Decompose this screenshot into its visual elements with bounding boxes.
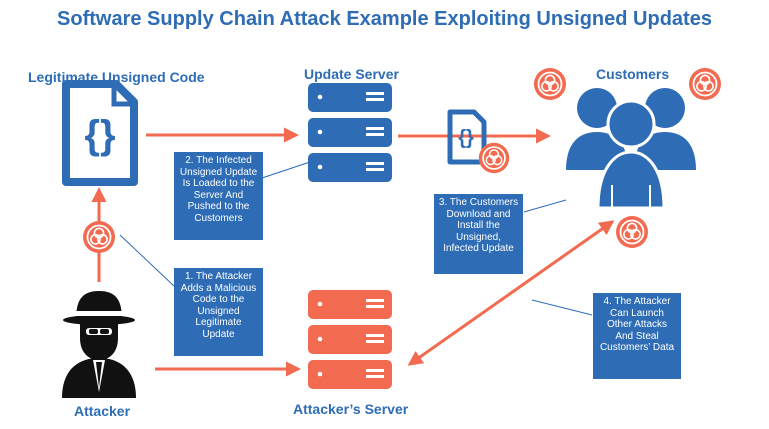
legit-code-label: Legitimate Unsigned Code <box>28 69 205 85</box>
biohazard-icon <box>82 220 116 254</box>
people-icon <box>566 88 696 210</box>
update-server-label: Update Server <box>304 66 399 82</box>
diagram-title: Software Supply Chain Attack Example Exp… <box>57 8 712 30</box>
step-2-note: 2. The Infected Unsigned Update Is Loade… <box>174 152 263 240</box>
step-1-note: 1. The Attacker Adds a Malicious Code to… <box>174 268 263 356</box>
step-3-note: 3. The Customers Download and Install th… <box>434 194 523 274</box>
biohazard-icon <box>477 141 511 175</box>
connector-step1 <box>119 234 175 287</box>
attacker-server-label: Attacker’s Server <box>293 401 409 417</box>
attacker-server-icon <box>308 290 392 389</box>
connector-step4 <box>531 299 593 316</box>
update-server-icon <box>308 83 392 182</box>
svg-text:{}: {} <box>458 127 474 149</box>
step-4-note: 4. The Attacker Can Launch Other Attacks… <box>593 293 681 379</box>
connector-step3 <box>523 199 567 213</box>
biohazard-icon <box>533 67 567 101</box>
connector-step2 <box>261 161 311 179</box>
code-file-icon: {} <box>62 80 138 186</box>
attacker-label: Attacker <box>74 403 131 419</box>
spy-icon <box>62 291 136 398</box>
biohazard-icon <box>688 67 722 101</box>
infected-update-file-icon: {} <box>447 109 487 165</box>
svg-text:{}: {} <box>84 113 115 157</box>
customers-label: Customers <box>596 66 670 82</box>
arrow-attacker-server-customers <box>407 220 615 366</box>
biohazard-icon <box>615 215 649 249</box>
